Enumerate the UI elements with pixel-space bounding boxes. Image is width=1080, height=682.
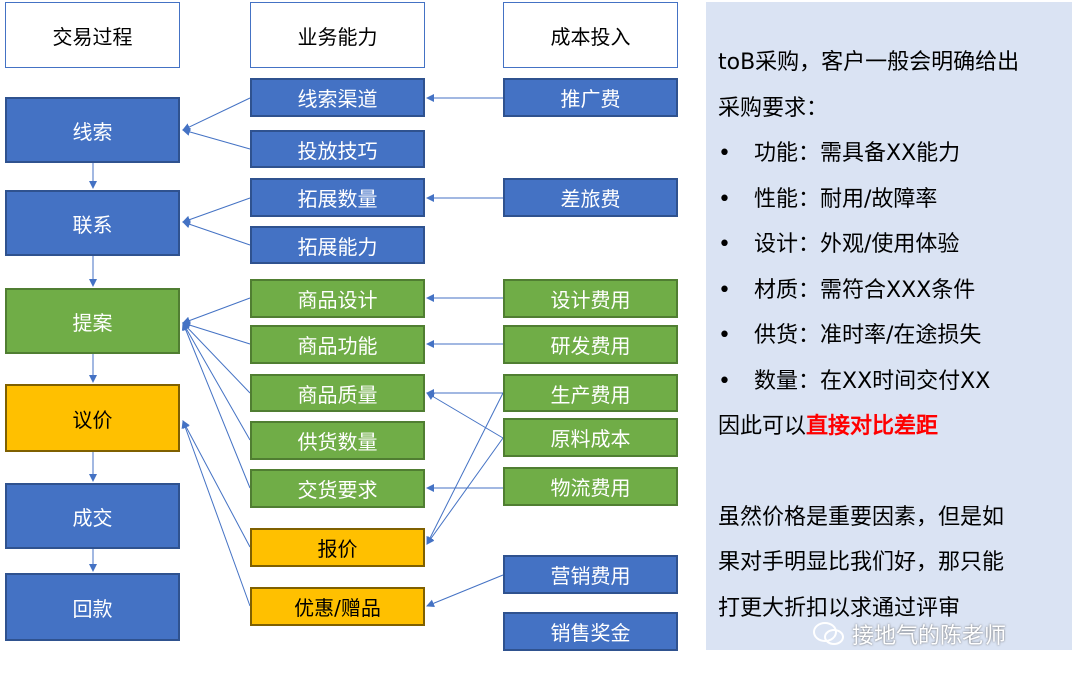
cost-box: 物流费用: [503, 467, 678, 506]
process-payment: 回款: [5, 573, 180, 641]
wechat-icon: [813, 622, 844, 645]
bullet-item: •设计：外观/使用体验: [718, 232, 960, 257]
panel-intro: toB采购，客户一般会明确给出: [718, 50, 1020, 75]
panel-intro: 采购要求：: [718, 95, 829, 121]
process-deal: 成交: [5, 483, 180, 549]
link-arrow: [182, 220, 251, 246]
header-costs: 成本投入: [503, 2, 678, 68]
cost-box: 原料成本: [503, 418, 678, 457]
conclusion: 因此可以直接对比差距: [718, 414, 939, 439]
ability-box: 拓展能力: [250, 226, 425, 264]
cost-box: 销售奖金: [503, 612, 678, 651]
link-arrow: [182, 97, 251, 131]
process-lead: 线索: [5, 97, 180, 163]
bullet-item: •数量：在XX时间交付XX: [718, 368, 991, 394]
ability-box: 投放技巧: [250, 130, 425, 168]
ability-box: 线索渠道: [250, 78, 425, 117]
link-arrow: [182, 420, 251, 548]
process-contact: 联系: [5, 190, 180, 256]
bullet-item: •性能：耐用/故障率: [718, 186, 938, 212]
link-arrow: [181, 322, 251, 489]
cost-box: 研发费用: [503, 325, 678, 364]
link-arrow: [182, 322, 251, 394]
link-arrow: [426, 392, 504, 439]
link-arrow: [182, 297, 251, 325]
paragraph-line: 果对手明显比我们好，那只能: [718, 550, 1005, 575]
ability-box: 报价: [250, 528, 425, 567]
ability-box: 商品设计: [250, 279, 425, 318]
link-arrow: [182, 321, 251, 345]
ability-box: 供货数量: [250, 421, 425, 460]
link-arrow: [426, 437, 504, 545]
explanation-panel: toB采购，客户一般会明确给出 采购要求： •功能：需具备XX能力 •性能：耐用…: [706, 2, 1072, 650]
link-arrow: [426, 574, 504, 608]
ability-box: 优惠/赠品: [250, 587, 425, 626]
process-proposal: 提案: [5, 288, 180, 354]
highlight-text: 直接对比差距: [806, 414, 939, 439]
link-arrow: [182, 197, 251, 224]
link-arrow: [182, 322, 251, 441]
cost-box: 差旅费: [503, 178, 678, 217]
cost-box: 营销费用: [503, 555, 678, 594]
ability-box: 商品功能: [250, 325, 425, 364]
paragraph-line: 虽然价格是重要因素，但是如: [718, 504, 1005, 530]
cost-box: 推广费: [503, 78, 678, 117]
watermark: 接地气的陈老师: [812, 618, 1006, 650]
bullet-item: •功能：需具备XX能力: [718, 141, 961, 166]
process-negotiation: 议价: [5, 384, 180, 452]
cost-box: 设计费用: [503, 279, 678, 318]
cost-box: 生产费用: [503, 374, 678, 412]
ability-box: 拓展数量: [250, 178, 425, 217]
link-arrow: [426, 392, 504, 545]
ability-box: 商品质量: [250, 374, 425, 412]
paragraph-line: 打更大折扣以求通过评审: [718, 595, 961, 621]
bullet-item: •材质：需符合XXX条件: [718, 277, 976, 303]
link-arrow: [182, 128, 251, 150]
header-process: 交易过程: [5, 2, 180, 68]
ability-box: 交货要求: [250, 469, 425, 508]
link-arrow: [181, 420, 251, 607]
bullet-item: •供货：准时率/在途损失: [718, 323, 982, 348]
header-abilities: 业务能力: [250, 2, 425, 68]
